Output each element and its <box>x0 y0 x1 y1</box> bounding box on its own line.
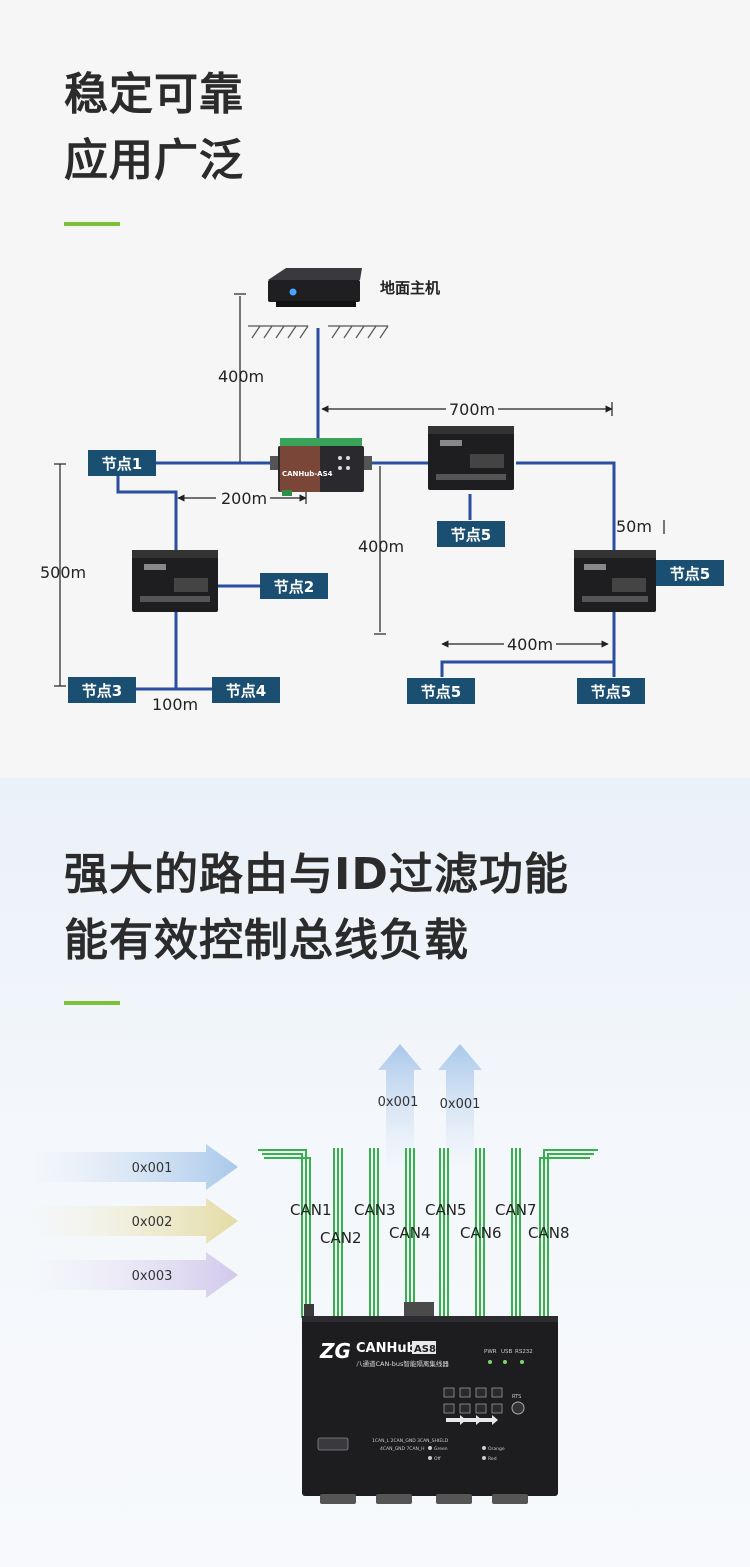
node-5-center-label: 节点5 <box>451 526 491 544</box>
distance-hub-down: 400m <box>358 537 404 556</box>
section2-heading-line1: 强大的路由与ID过滤功能 <box>64 849 569 900</box>
can-label-8: CAN8 <box>528 1224 570 1242</box>
svg-text:Orange: Orange <box>488 1446 505 1452</box>
distance-node3-node4: 100m <box>152 695 198 714</box>
distance-hub-right: 700m <box>449 400 495 419</box>
port-labels: 1CAN_L 2CAN_GND 3CAN_SHIELD <box>372 1438 449 1444</box>
output-id-1: 0x001 <box>378 1095 419 1110</box>
node-1-label: 节点1 <box>102 455 142 473</box>
svg-text:Red: Red <box>488 1456 497 1462</box>
can-label-6: CAN6 <box>460 1224 502 1242</box>
port-labels-2: 4CAN_GND 7CAN_H <box>380 1446 425 1452</box>
can-label-2: CAN2 <box>320 1229 362 1247</box>
input-id-3: 0x003 <box>132 1269 173 1284</box>
led-label-rs232: RS232 <box>515 1349 533 1355</box>
led-label-usb: USB <box>501 1349 513 1355</box>
router-device-right-top <box>428 426 514 490</box>
topology-diagram: 地面主机 <box>40 268 724 714</box>
can-label-3: CAN3 <box>354 1201 396 1219</box>
input-arrow-0x002: 0x002 <box>30 1198 238 1244</box>
output-arrow-2: 0x001 <box>438 1044 482 1168</box>
network-lines <box>116 328 616 691</box>
distance-left-vertical: 500m <box>40 563 86 582</box>
device-model-suffix: AS8 <box>414 1344 436 1355</box>
dimension-lines <box>54 293 665 687</box>
node-4-label: 节点4 <box>226 682 266 700</box>
node-5-bottom-right-label: 节点5 <box>591 683 631 701</box>
device-logo: ZG <box>319 1339 351 1363</box>
section1-heading-line1: 稳定可靠 <box>64 69 244 120</box>
can-label-4: CAN4 <box>389 1224 431 1242</box>
section1-heading-line2: 应用广泛 <box>64 135 244 186</box>
hub-device-as4: CANHub-AS4 <box>270 438 372 496</box>
output-arrow-1: 0x001 <box>378 1044 422 1168</box>
router-device-left <box>132 550 218 612</box>
status-led-panel <box>443 1387 503 1414</box>
device-subtitle: 八通道CAN-bus智能隔离集线器 <box>356 1359 449 1368</box>
rts-button <box>511 1401 525 1415</box>
section-stability <box>0 0 750 778</box>
input-id-2: 0x002 <box>132 1215 173 1230</box>
node-boxes: 节点1 节点2 节点3 节点4 节点5 节点5 节点5 节点5 <box>68 450 724 704</box>
node-2-label: 节点2 <box>274 578 314 596</box>
input-id-1: 0x001 <box>132 1161 173 1176</box>
distance-right-drop: 50m <box>616 517 652 536</box>
section2-heading: 强大的路由与ID过滤功能 能有效控制总线负载 <box>64 842 569 974</box>
host-label: 地面主机 <box>380 279 440 297</box>
hub-model-label: CANHub-AS4 <box>282 470 333 478</box>
input-arrow-0x003: 0x003 <box>30 1252 238 1298</box>
svg-text:Green: Green <box>434 1446 448 1452</box>
distance-bottom-right: 400m <box>507 635 553 654</box>
section1-accent-bar <box>64 222 120 226</box>
led-label-pwr: PWR <box>484 1349 497 1355</box>
section2-accent-bar <box>64 1001 120 1005</box>
status-legend: Green Orange Off Red <box>428 1446 505 1462</box>
node-5-bottom-left-label: 节点5 <box>421 683 461 701</box>
output-id-2: 0x001 <box>440 1097 481 1112</box>
routing-diagram: 0x001 0x002 0x003 0x001 0x001 <box>30 1044 598 1504</box>
input-arrow-0x001: 0x001 <box>30 1144 238 1190</box>
button-label-rts: RTS <box>512 1394 521 1400</box>
device-model-prefix: CANHub- <box>356 1341 421 1356</box>
hub-device-as8: ZG CANHub- AS8 八通道CAN-bus智能隔离集线器 PWR USB… <box>302 1302 558 1504</box>
can-label-7: CAN7 <box>495 1201 537 1219</box>
node-3-label: 节点3 <box>82 682 122 700</box>
section1-heading: 稳定可靠 应用广泛 <box>64 62 244 194</box>
section2-heading-line2: 能有效控制总线负载 <box>64 915 469 966</box>
can-label-1: CAN1 <box>290 1201 332 1219</box>
distance-host-hub: 400m <box>218 367 264 386</box>
can-label-5: CAN5 <box>425 1201 467 1219</box>
router-device-right-bottom <box>574 550 656 612</box>
host-computer-icon <box>268 268 362 307</box>
can-wires <box>258 1148 598 1318</box>
node-5-right-label: 节点5 <box>670 565 710 583</box>
ground-symbol <box>248 325 389 339</box>
db9-port <box>317 1437 349 1451</box>
distance-node1-hub: 200m <box>221 489 267 508</box>
svg-text:Off: Off <box>434 1456 442 1462</box>
